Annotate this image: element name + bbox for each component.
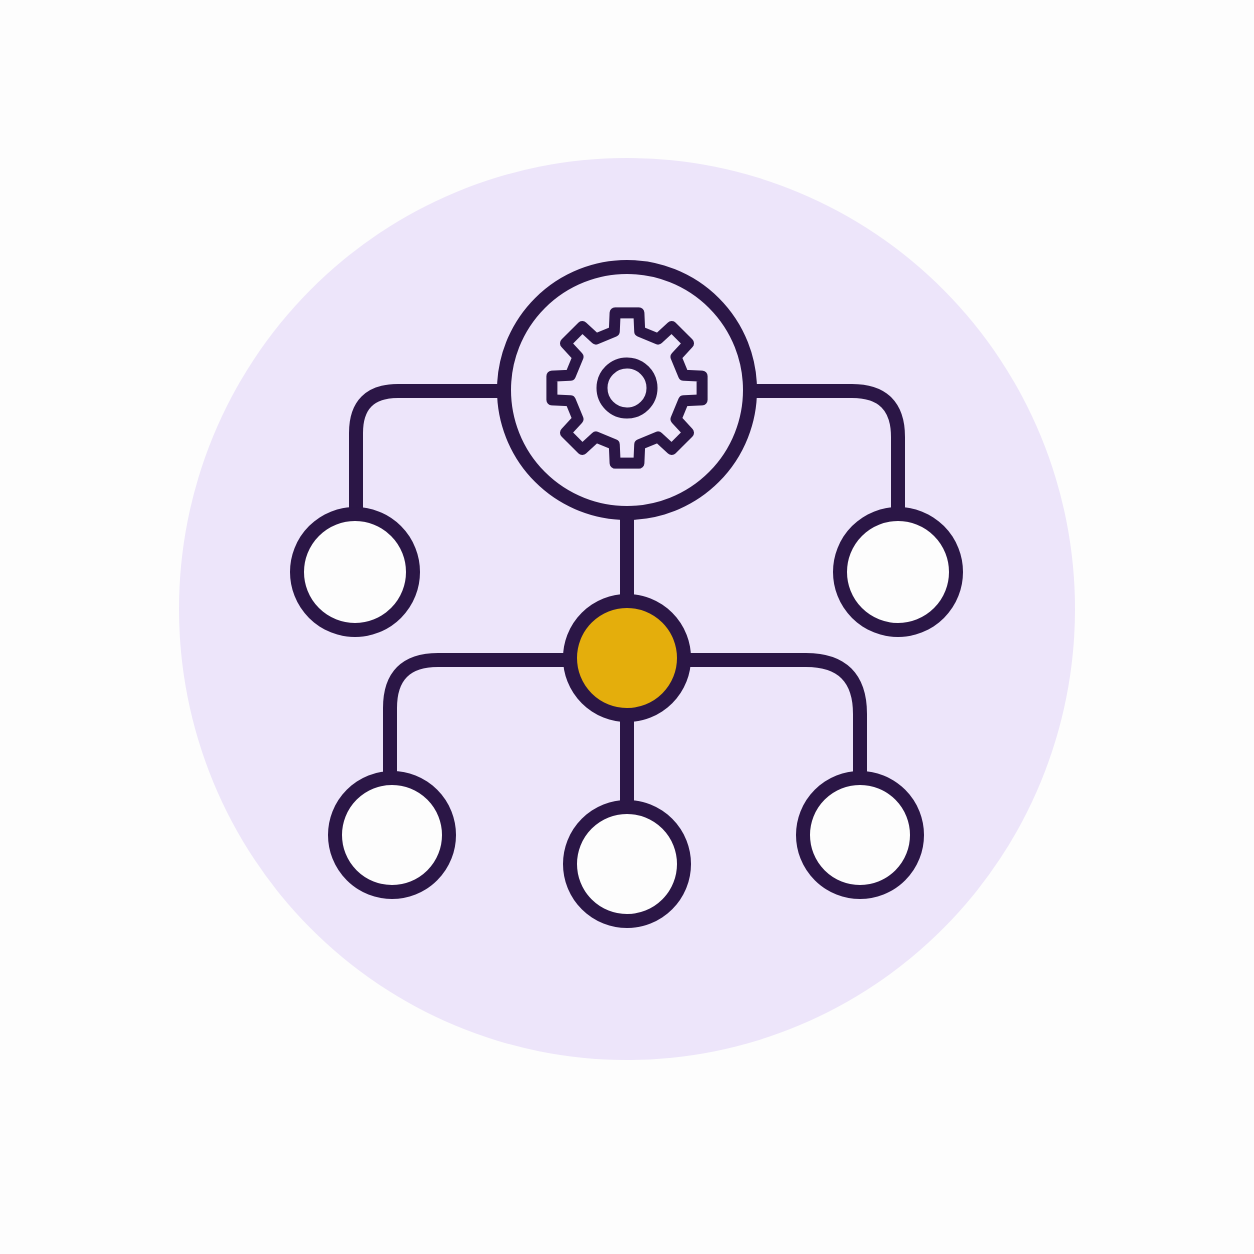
- node-top-right: [833, 507, 963, 637]
- connector-hub-left: [383, 653, 576, 783]
- connector-right-top: [743, 384, 905, 522]
- gear-center: [596, 357, 658, 419]
- node-top-left: [290, 507, 420, 637]
- connector-left-top: [349, 384, 511, 522]
- hub-node: [563, 594, 691, 722]
- node-bottom-center: [563, 800, 691, 928]
- gear-node: [497, 260, 757, 520]
- connector-hub-right: [678, 653, 867, 783]
- node-bottom-right: [796, 771, 924, 899]
- connector-lines: [349, 384, 905, 811]
- gear-outline: [546, 307, 708, 469]
- node-bottom-left: [328, 771, 456, 899]
- gear-icon: [546, 307, 708, 469]
